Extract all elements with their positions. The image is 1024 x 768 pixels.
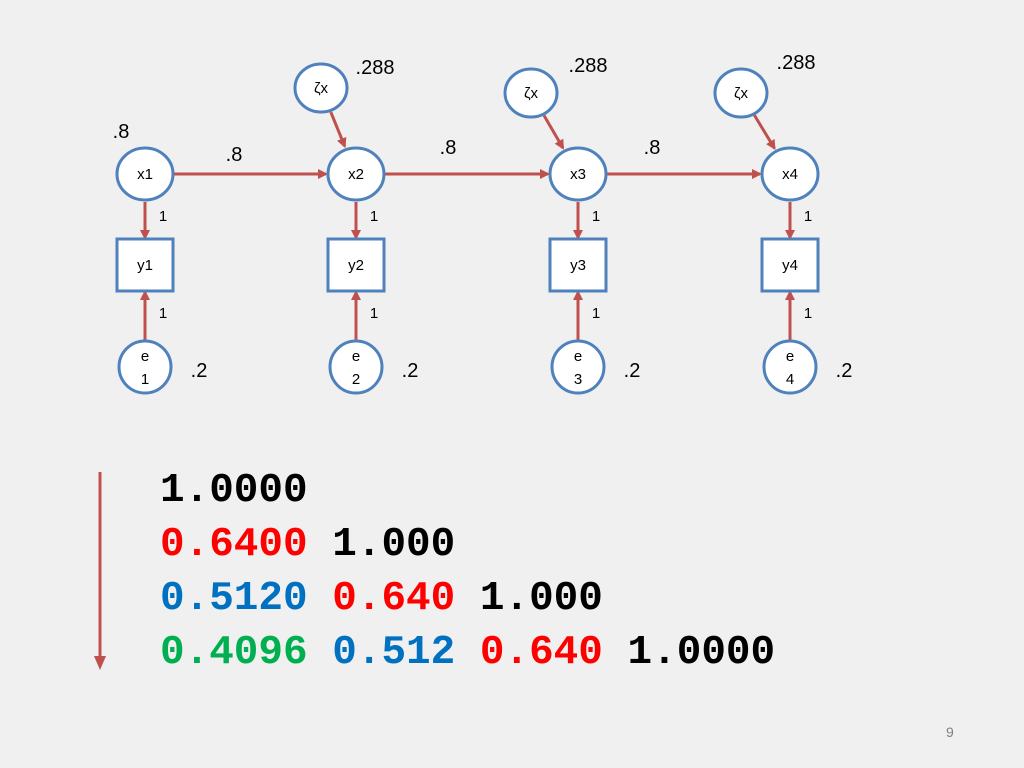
error-label-bottom: 3 [574, 371, 582, 388]
error-label-top: e [352, 348, 360, 365]
disturbance-variance-label: .288 [777, 52, 816, 74]
matrix-cell: 0.5120 [160, 576, 308, 622]
loading-label: 1 [370, 208, 378, 225]
error-label-top: e [141, 348, 149, 365]
observed-label: y4 [782, 257, 798, 274]
observed-label: y1 [137, 257, 153, 274]
observed-node-y1 [115, 237, 175, 293]
latent-node-x1 [115, 146, 175, 202]
error-variance-label: .2 [836, 360, 853, 382]
observed-node-y2 [326, 237, 386, 293]
loading-label: 1 [592, 208, 600, 225]
disturbance-variance-label: .288 [356, 57, 395, 79]
disturbance-node-zeta-x4 [713, 67, 769, 119]
x1-variance-label: .8 [113, 121, 130, 143]
down-arrow-icon [92, 472, 108, 672]
observed-node-y4 [760, 237, 820, 293]
disturbance-label: ζx [734, 85, 749, 102]
error-label-top: e [786, 348, 794, 365]
disturbance-label: ζx [524, 85, 539, 102]
error-variance-label: .2 [191, 360, 208, 382]
observed-label: y2 [348, 257, 364, 274]
error-label-bottom: 2 [352, 371, 360, 388]
latent-label: x1 [137, 166, 153, 183]
disturbance-node-zeta-x2 [293, 62, 349, 114]
error-variance-label: .2 [624, 360, 641, 382]
page-number: 9 [946, 724, 954, 740]
disturbance-arrow-x2 [329, 111, 347, 149]
error-variance-label: .2 [402, 360, 419, 382]
matrix-cell: 1.0000 [627, 630, 776, 676]
disturbance-arrow-x4 [753, 114, 776, 151]
latent-label: x3 [570, 166, 586, 183]
matrix-cell: 0.640 [332, 576, 456, 622]
error-loading-label: 1 [370, 305, 378, 322]
latent-node-x3 [548, 146, 608, 202]
loading-label: 1 [804, 208, 812, 225]
latent-node-x4 [760, 146, 820, 202]
disturbance-node-zeta-x3 [503, 67, 559, 119]
latent-label: x4 [782, 166, 798, 183]
observed-node-y3 [548, 237, 608, 293]
matrix-row: 0.5120 0.640 1.000 [160, 572, 775, 626]
error-label-top: e [574, 348, 582, 365]
matrix-row: 1.0000 [160, 464, 775, 518]
error-label-bottom: 4 [786, 371, 794, 388]
matrix-cell: 0.512 [332, 630, 456, 676]
matrix-cell: 1.0000 [160, 468, 308, 514]
path-coefficient-label: .8 [226, 144, 243, 166]
path-coefficient-label: .8 [644, 137, 661, 159]
disturbance-label: ζx [314, 80, 329, 97]
error-loading-label: 1 [159, 305, 167, 322]
path-diagram: x1 1 x2 1 x3 1 x4 1 y1 y2 y3 y4 e 1 .2 1 e 2 .2 1 e 3 .2 1 e 4 .2 1… [113, 52, 853, 395]
matrix-cell: 1.000 [332, 522, 456, 568]
matrix-cell: 0.4096 [160, 630, 308, 676]
error-label-bottom: 1 [141, 371, 149, 388]
matrix-row: 0.6400 1.000 [160, 518, 775, 572]
error-loading-label: 1 [804, 305, 812, 322]
error-loading-label: 1 [592, 305, 600, 322]
disturbance-variance-label: .288 [569, 55, 608, 77]
latent-node-x2 [326, 146, 386, 202]
matrix-cell: 0.640 [479, 630, 603, 676]
error-node-e3 [550, 339, 606, 395]
latent-label: x2 [348, 166, 364, 183]
observed-label: y3 [570, 257, 586, 274]
matrix-cell: 0.6400 [160, 522, 308, 568]
disturbance-arrow-x3 [542, 114, 565, 150]
error-node-e4 [762, 339, 818, 395]
matrix-cell: 1.000 [479, 576, 603, 622]
matrix-row: 0.4096 0.512 0.640 1.0000 [160, 626, 775, 680]
error-node-e2 [328, 339, 384, 395]
loading-label: 1 [159, 208, 167, 225]
path-coefficient-label: .8 [440, 137, 457, 159]
error-node-e1 [117, 339, 173, 395]
